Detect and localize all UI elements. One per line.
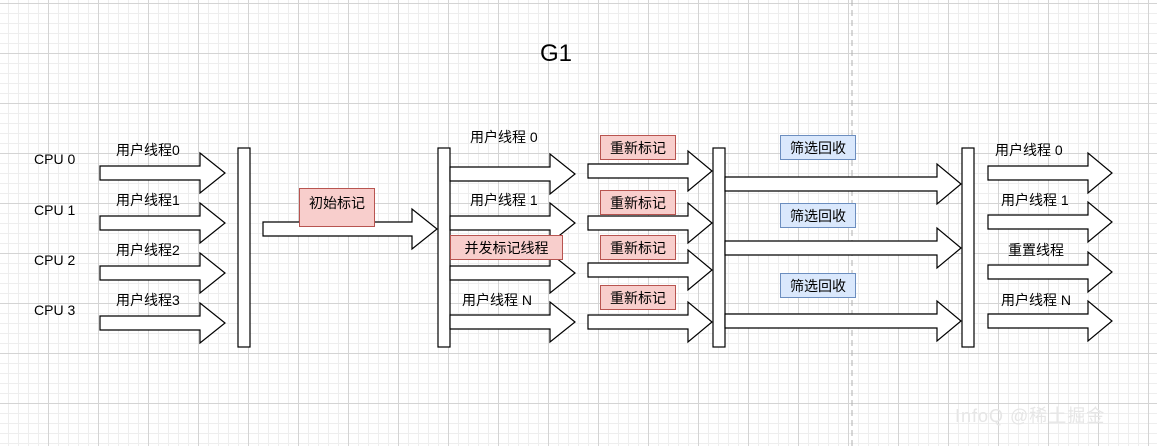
concurrent-mark-label: 并发标记线程: [450, 235, 563, 260]
user-thread-label: 用户线程3: [116, 292, 180, 308]
user-thread-label: 用户线程 N: [462, 292, 532, 308]
watermark: InfoQ @稀土掘金: [955, 406, 1106, 426]
remark-label: 重新标记: [600, 285, 676, 310]
concurrent-arrow: [449, 152, 576, 196]
resume-arrow: [987, 299, 1113, 343]
cleanup-arrow: [724, 299, 962, 343]
cleanup-label: 筛选回收: [780, 273, 856, 298]
cleanup-label: 筛选回收: [780, 203, 856, 228]
resume-arrow: [987, 250, 1113, 294]
user-thread-arrow: [99, 201, 226, 245]
remark-arrow: [587, 149, 713, 193]
resume-arrow: [987, 151, 1113, 195]
user-thread-label: 用户线程0: [116, 142, 180, 158]
cpu-label: CPU 0: [34, 151, 76, 167]
user-thread-arrow: [99, 301, 226, 345]
cleanup-arrow: [724, 226, 962, 270]
user-thread-label: 用户线程 0: [995, 142, 1063, 158]
remark-label: 重新标记: [600, 135, 676, 160]
remark-label: 重新标记: [600, 190, 676, 215]
user-thread-label: 用户线程 1: [1001, 192, 1069, 208]
concurrent-arrow: [449, 300, 576, 344]
user-thread-label: 用户线程 0: [470, 129, 538, 145]
user-thread-label: 用户线程 1: [470, 192, 538, 208]
cleanup-arrow: [724, 162, 962, 206]
user-thread-arrow: [99, 151, 226, 195]
reset-thread-label: 重置线程: [1008, 242, 1064, 258]
user-thread-label: 用户线程1: [116, 192, 180, 208]
cleanup-label: 筛选回收: [780, 135, 856, 160]
diagram-title: G1: [540, 40, 573, 67]
user-thread-arrow: [99, 251, 226, 295]
user-thread-label: 用户线程 N: [1001, 292, 1071, 308]
user-thread-label: 用户线程2: [116, 242, 180, 258]
remark-arrow: [587, 300, 713, 344]
initial-mark-arrow: [262, 207, 438, 251]
safepoint-bar-4: [961, 147, 975, 348]
safepoint-bar-3: [712, 147, 726, 348]
cpu-label: CPU 1: [34, 202, 76, 218]
safepoint-bar-2: [437, 147, 451, 348]
cpu-label: CPU 3: [34, 302, 76, 318]
remark-arrow: [587, 248, 713, 292]
concurrent-arrow: [449, 201, 576, 245]
remark-label: 重新标记: [600, 235, 676, 260]
concurrent-arrow: [449, 251, 576, 295]
initial-mark-label: 初始标记: [299, 188, 375, 227]
cpu-label: CPU 2: [34, 252, 76, 268]
remark-arrow: [587, 201, 713, 245]
resume-arrow: [987, 200, 1113, 244]
safepoint-bar-1: [237, 147, 251, 348]
